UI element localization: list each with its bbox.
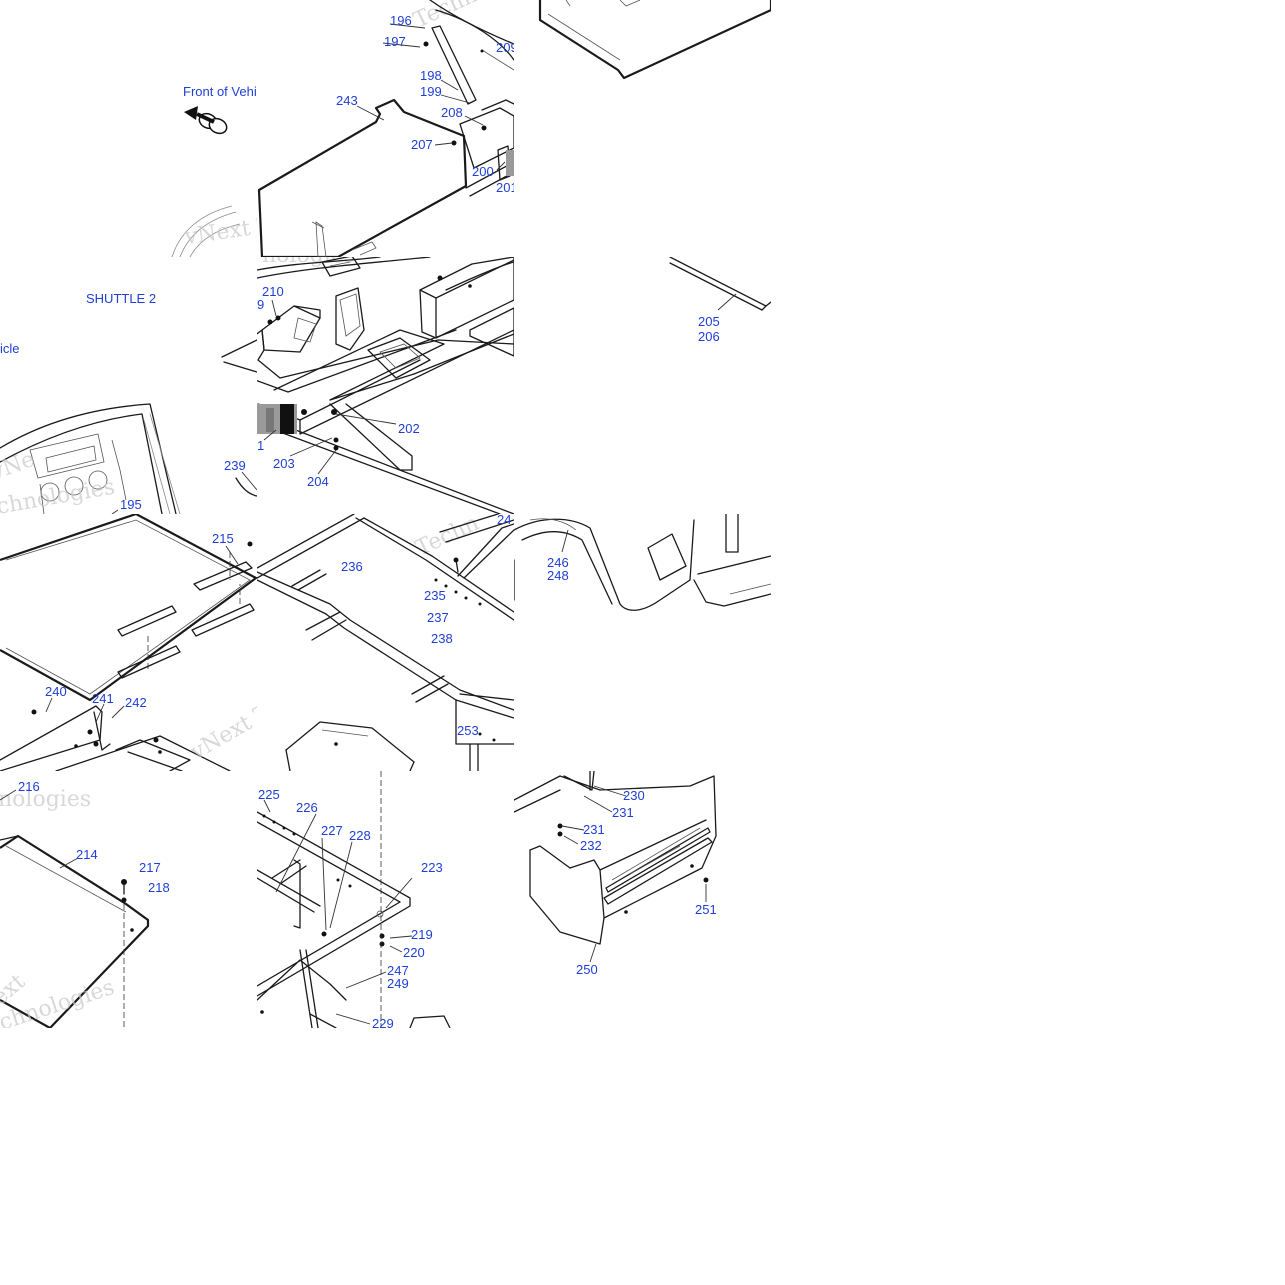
- callout-215: 215: [212, 531, 234, 546]
- callout-24: 24: [497, 512, 511, 527]
- callout-229: 229: [372, 1016, 394, 1031]
- watermark: vNe: [0, 447, 38, 486]
- callout-235: 235: [424, 588, 446, 603]
- callout-239: 239: [224, 458, 246, 473]
- callout-218: 218: [148, 880, 170, 895]
- callout-240: 240: [45, 684, 67, 699]
- callout-22: 22: [630, 759, 644, 774]
- tile-floor-panel-214: nologies ext chnologies: [0, 787, 150, 1028]
- callout-248: 248: [547, 568, 569, 583]
- callout-205: 205: [698, 314, 720, 329]
- callout-243: 243: [336, 93, 358, 108]
- watermark: chnologies: [0, 475, 117, 520]
- callout-219: 219: [411, 927, 433, 942]
- callout-199: 199: [420, 84, 442, 99]
- callout-216: 216: [18, 779, 40, 794]
- callout-246: 246: [547, 555, 569, 570]
- watermark: nologies: [262, 243, 355, 268]
- tile-fender: [514, 514, 771, 611]
- tile-floor-panel: vNext Te: [0, 514, 285, 771]
- tile-trim-205: [669, 257, 771, 311]
- callout-226: 226: [296, 800, 318, 815]
- front-of-vehicle-label-cont: icle: [0, 341, 20, 356]
- watermark: nologies: [0, 787, 91, 812]
- callout-249: 249: [387, 976, 409, 991]
- front-arrow-icon: [184, 106, 228, 135]
- callout-230: 230: [623, 788, 645, 803]
- callout-202: 202: [398, 421, 420, 436]
- callout-217: 217: [139, 860, 161, 875]
- callout-242: 242: [125, 695, 147, 710]
- callout-203: 203: [273, 456, 295, 471]
- watermark: vNext Te: [186, 694, 285, 766]
- callout-206: 206: [698, 329, 720, 344]
- trim-strip-196: [431, 25, 477, 105]
- callout-9: 9: [257, 297, 264, 312]
- callout-198: 198: [420, 68, 442, 83]
- callout-251: 251: [695, 902, 717, 917]
- bracket-200: [459, 107, 514, 169]
- tile-roof-panel: [538, 0, 771, 80]
- callout-231b: 231: [583, 822, 605, 837]
- callout-223: 223: [421, 860, 443, 875]
- watermark: Techn: [410, 0, 481, 33]
- front-of-vehicle-label: Front of Vehi: [183, 84, 257, 99]
- callout-238: 238: [431, 631, 453, 646]
- callout-220: 220: [403, 945, 425, 960]
- panel-upper-right: [419, 257, 514, 339]
- watermark: vNext Tec: [182, 210, 297, 250]
- callout-208: 208: [441, 105, 463, 120]
- callout-232: 232: [580, 838, 602, 853]
- callout-197: 197: [384, 34, 406, 49]
- callout-237: 237: [427, 610, 449, 625]
- callout-227: 227: [321, 823, 343, 838]
- watermark: Techn: [412, 511, 483, 562]
- callout-209: 209: [496, 40, 518, 55]
- callout-1: 1: [257, 438, 264, 453]
- callout-210: 210: [262, 284, 284, 299]
- tile-rear-frame: [257, 771, 451, 1028]
- callout-204: 204: [307, 474, 329, 489]
- dashboard: [0, 403, 181, 514]
- tile-center-frame: nologies: [257, 243, 514, 514]
- callout-207: 207: [411, 137, 433, 152]
- callout-241: 241: [92, 691, 114, 706]
- callout-201: 201: [496, 180, 518, 195]
- tile-rear-body: [514, 771, 717, 963]
- callout-214: 214: [76, 847, 98, 862]
- panel-243: [257, 98, 468, 257]
- callout-195: 195: [120, 497, 142, 512]
- callout-225: 225: [258, 787, 280, 802]
- model-label: SHUTTLE 2: [86, 291, 156, 306]
- callout-196: 196: [390, 13, 412, 28]
- callout-253: 253: [457, 723, 479, 738]
- callout-228: 228: [349, 828, 371, 843]
- callout-231a: 231: [612, 805, 634, 820]
- fender-cutout: [647, 533, 687, 581]
- tile-dash-shuttle: SHUTTLE 2 icle vNe chnologies: [0, 291, 257, 520]
- callout-247: 247: [387, 963, 409, 978]
- callout-236: 236: [341, 559, 363, 574]
- callout-200: 200: [472, 164, 494, 179]
- tile-front-of-vehicle: Front of Vehi vNext Tec: [171, 84, 297, 257]
- callout-250: 250: [576, 962, 598, 977]
